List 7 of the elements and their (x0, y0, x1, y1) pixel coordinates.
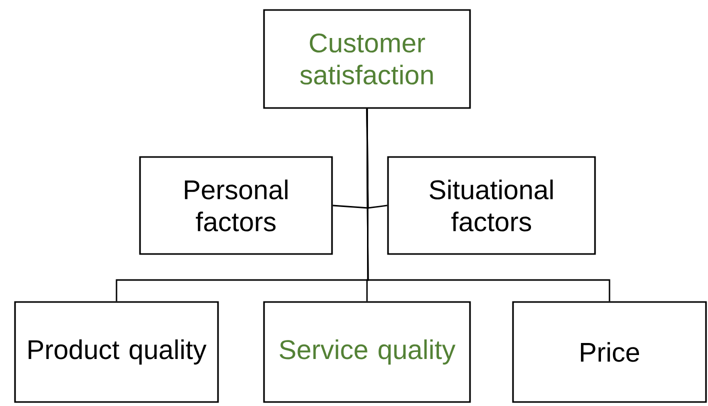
box: Price (512, 301, 707, 403)
box: Situational factors (387, 156, 596, 255)
box: Customer satisfaction (263, 9, 471, 109)
box: Service quality (263, 301, 471, 403)
connector-line (366, 108, 610, 302)
box: Product quality (14, 301, 219, 403)
box: Personal factors (139, 156, 333, 255)
